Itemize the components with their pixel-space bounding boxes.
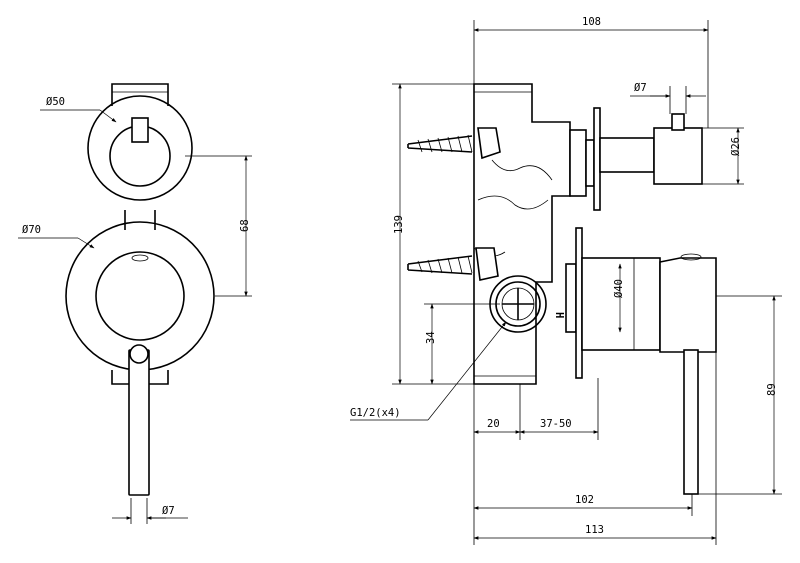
dim-68-label: 68	[239, 219, 251, 232]
dim-37-50-label: 37-50	[540, 418, 572, 430]
dim-20-label: 20	[487, 418, 500, 430]
mixer-flange-side	[575, 227, 583, 379]
dim-d50-label: Ø50	[46, 96, 65, 108]
diverter-flange	[87, 95, 193, 201]
lever-handle	[128, 349, 150, 496]
diverter-knob	[653, 127, 703, 185]
lever-side	[659, 257, 717, 353]
dim-113-label: 113	[585, 524, 604, 536]
dim-d26-label: Ø26	[730, 137, 742, 156]
diverter-flange-side	[593, 107, 601, 211]
dim-89-label: 89	[766, 383, 778, 396]
thread-label: G1/2(x4)	[350, 407, 401, 419]
dim-d7-lever-label: Ø7	[162, 505, 175, 517]
front-view	[18, 83, 252, 524]
dim-102-label: 102	[575, 494, 594, 506]
dimension-labels: Ø50 Ø70 68 Ø7 108 Ø7 Ø26 139 Ø40 34 G1/2…	[22, 16, 778, 536]
dim-d70-label: Ø70	[22, 224, 41, 236]
valve-body	[473, 83, 571, 385]
dim-d7-top-label: Ø7	[634, 82, 647, 94]
dim-34-label: 34	[425, 331, 437, 344]
dim-108-label: 108	[582, 16, 601, 28]
dim-139-label: 139	[393, 215, 405, 234]
hot-marking: H	[553, 312, 565, 318]
dim-d40-label: Ø40	[613, 279, 625, 298]
side-view: H	[350, 20, 782, 545]
